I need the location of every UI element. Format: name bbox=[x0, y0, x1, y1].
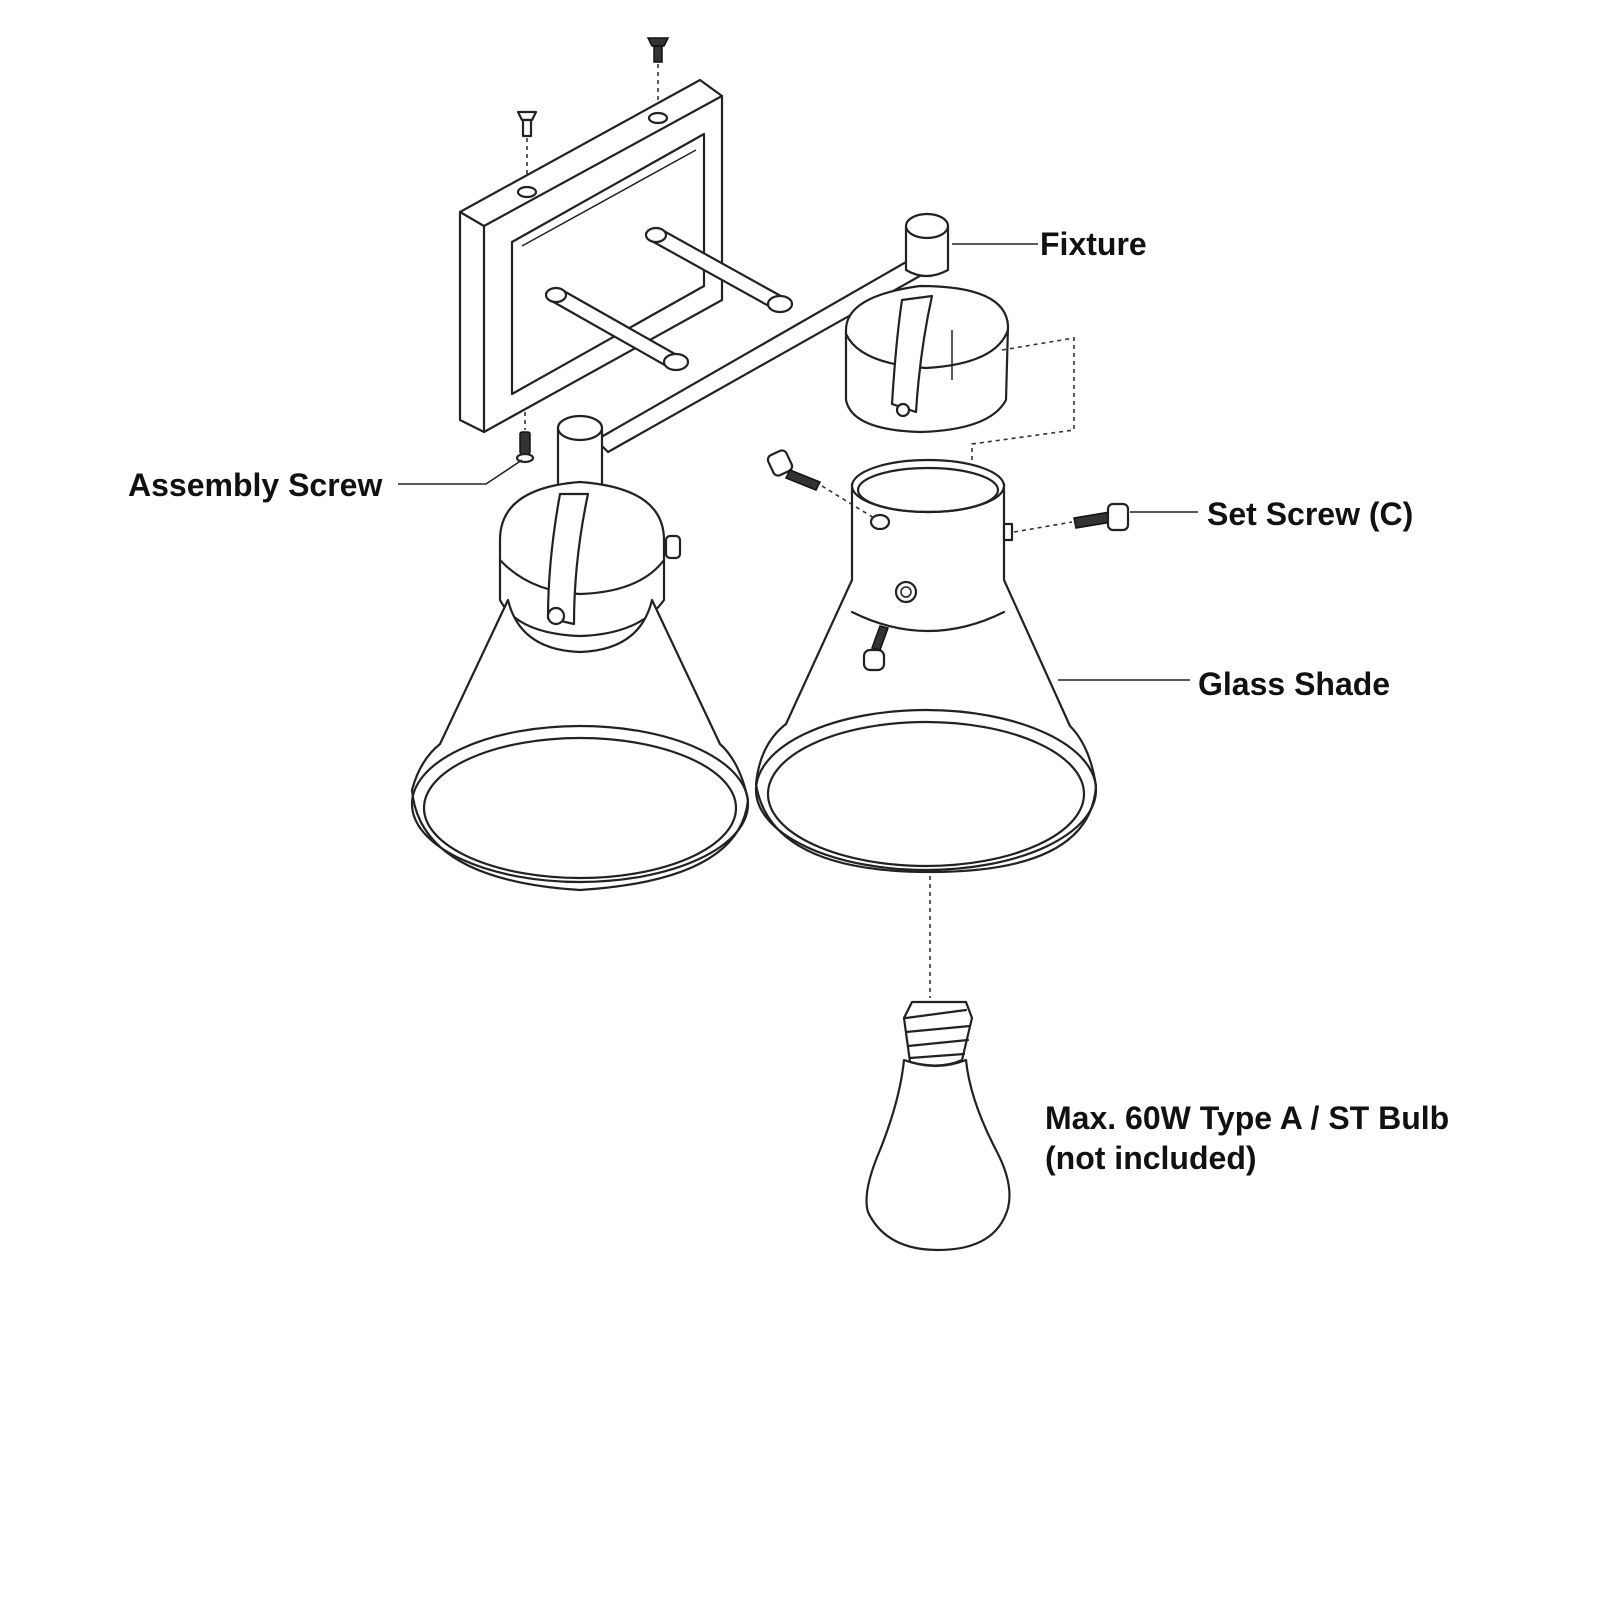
wall-plate bbox=[458, 78, 724, 434]
socket-cup-right bbox=[844, 212, 1010, 434]
bulb bbox=[865, 876, 1011, 1252]
label-bulb-note: (not included) bbox=[1045, 1140, 1257, 1176]
socket-cup-left bbox=[498, 414, 682, 638]
label-bulb-spec: Max. 60W Type A / ST Bulb bbox=[1045, 1100, 1450, 1136]
shade-left bbox=[410, 598, 750, 892]
set-screw-lower bbox=[862, 625, 889, 672]
label-assembly-screw: Assembly Screw bbox=[128, 467, 383, 503]
set-screw-c bbox=[1013, 502, 1198, 533]
assembly-screw bbox=[398, 412, 535, 485]
label-fixture: Fixture bbox=[1040, 226, 1147, 262]
set-screw-upper-left bbox=[766, 449, 875, 519]
label-glass-shade: Glass Shade bbox=[1198, 666, 1391, 702]
label-set-screw: Set Screw (C) bbox=[1207, 496, 1414, 532]
shade-right bbox=[754, 458, 1098, 874]
fixture-arms bbox=[544, 226, 936, 454]
top-screw-left bbox=[516, 110, 538, 190]
